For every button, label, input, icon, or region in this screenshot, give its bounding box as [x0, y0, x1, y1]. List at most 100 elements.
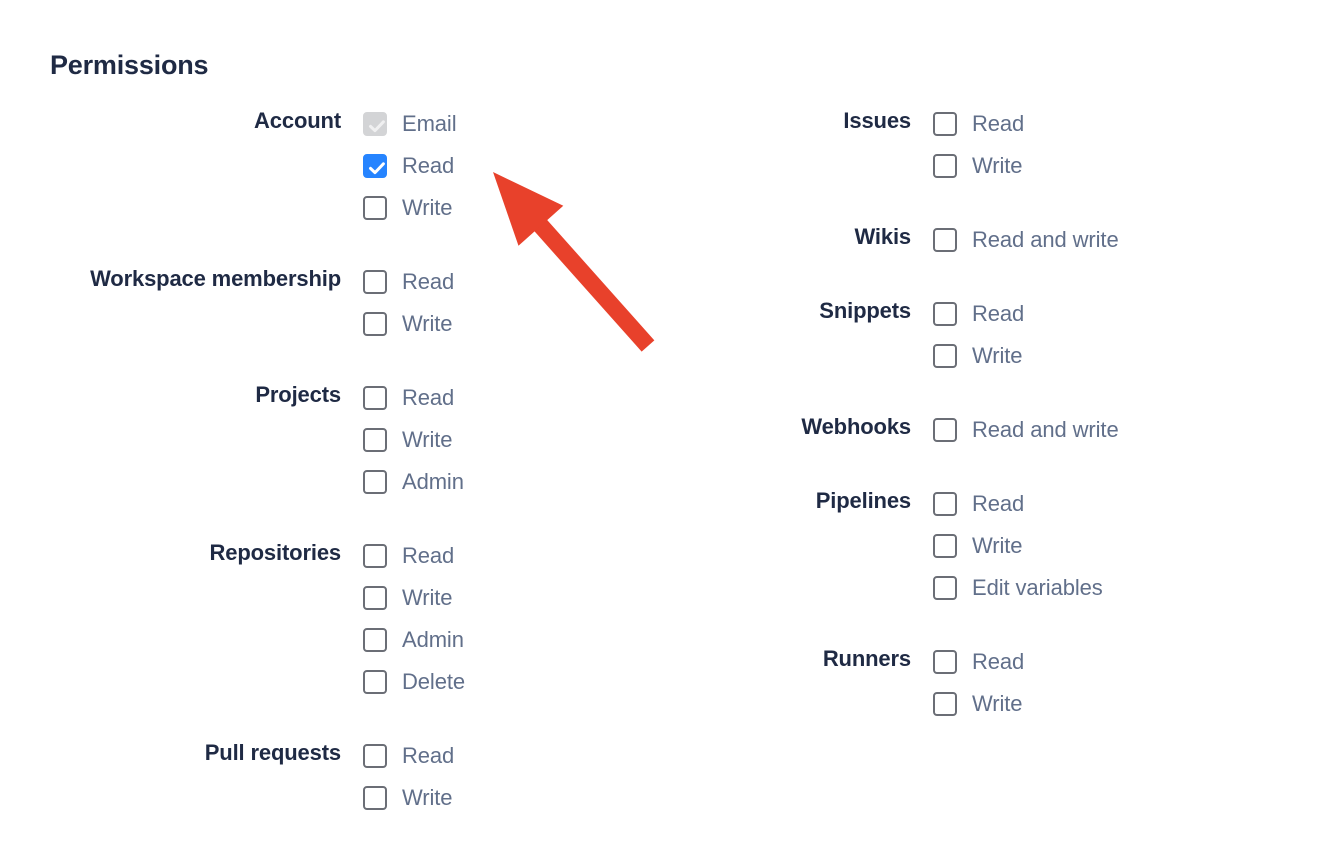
permission-option-label: Read [402, 385, 455, 410]
checkbox-unchecked[interactable] [933, 534, 957, 558]
permission-option-row[interactable]: Write [363, 303, 660, 345]
permission-option-row[interactable]: Read [363, 377, 660, 419]
permission-option-label: Read and write [972, 417, 1119, 442]
permission-option-row[interactable]: Read [933, 293, 1322, 335]
checkbox-unchecked[interactable] [363, 270, 387, 294]
checkbox-unchecked[interactable] [363, 312, 387, 336]
checkbox-unchecked[interactable] [363, 386, 387, 410]
permission-group-label: Runners [822, 646, 911, 671]
checkbox-unchecked[interactable] [933, 302, 957, 326]
permission-option-label: Write [402, 311, 453, 336]
permission-option-label: Admin [402, 627, 464, 652]
permission-option-row[interactable]: Write [363, 187, 660, 229]
permission-option-label: Delete [402, 669, 465, 694]
checkbox-unchecked[interactable] [363, 196, 387, 220]
checkbox-unchecked[interactable] [933, 154, 957, 178]
permission-option-label: Read [402, 269, 455, 294]
permission-option-label: Read [972, 301, 1025, 326]
permission-group: Wikis Read and write [660, 219, 1322, 261]
permission-option-row[interactable]: Read [363, 261, 660, 303]
permission-option-label: Read and write [972, 227, 1119, 252]
checkbox-checked[interactable] [363, 154, 387, 178]
permission-option-row[interactable]: Email [363, 103, 660, 145]
permission-option-row[interactable]: Read [363, 535, 660, 577]
permission-option-row[interactable]: Read [363, 145, 660, 187]
checkbox-unchecked[interactable] [933, 344, 957, 368]
permission-option-row[interactable]: Read [933, 103, 1322, 145]
permission-option-row[interactable]: Write [933, 145, 1322, 187]
permission-option-row[interactable]: Read and write [933, 409, 1322, 451]
permission-group-label: Projects [255, 382, 341, 407]
permission-option-label: Write [402, 195, 453, 220]
permission-option-label: Write [972, 691, 1023, 716]
permission-option-label: Edit variables [972, 575, 1103, 600]
checkbox-unchecked[interactable] [933, 492, 957, 516]
checkbox-unchecked[interactable] [363, 544, 387, 568]
permission-option-row[interactable]: Write [933, 525, 1322, 567]
permission-option-label: Read [402, 743, 455, 768]
permission-option-label: Read [402, 153, 455, 178]
permission-group-label: Repositories [209, 540, 342, 565]
permission-option-label: Write [972, 343, 1023, 368]
permission-option-label: Admin [402, 469, 464, 494]
permission-option-row[interactable]: Edit variables [933, 567, 1322, 609]
permission-option-row[interactable]: Write [933, 335, 1322, 377]
permission-group-label: Wikis [854, 224, 911, 249]
permission-option-row[interactable]: Write [363, 577, 660, 619]
checkbox-unchecked[interactable] [933, 576, 957, 600]
checkbox-unchecked[interactable] [363, 586, 387, 610]
checkbox-unchecked[interactable] [933, 692, 957, 716]
permission-option-row[interactable]: Read [363, 735, 660, 777]
permission-option-row[interactable]: Write [933, 683, 1322, 725]
permission-option-label: Write [402, 785, 453, 810]
permission-group-label: Account [254, 108, 341, 133]
checkbox-unchecked[interactable] [363, 744, 387, 768]
permission-option-row[interactable]: Admin [363, 619, 660, 661]
checkbox-unchecked[interactable] [363, 428, 387, 452]
checkbox-unchecked[interactable] [363, 628, 387, 652]
permission-group-label: Pull requests [204, 740, 341, 765]
permission-group: Webhooks Read and write [660, 409, 1322, 451]
permission-option-row[interactable]: Read [933, 483, 1322, 525]
permission-option-row[interactable]: Read [933, 641, 1322, 683]
permission-option-label: Read [972, 111, 1025, 136]
checkbox-unchecked[interactable] [933, 112, 957, 136]
permission-option-row[interactable]: Delete [363, 661, 660, 703]
permission-option-row[interactable]: Admin [363, 461, 660, 503]
permission-group-label: Webhooks [801, 414, 911, 439]
permission-option-row[interactable]: Write [363, 419, 660, 461]
permission-option-label: Write [972, 533, 1023, 558]
permission-options: Read and write [911, 219, 1322, 261]
checkbox-unchecked[interactable] [933, 650, 957, 674]
checkbox-unchecked[interactable] [933, 228, 957, 252]
checkbox-unchecked[interactable] [363, 670, 387, 694]
permission-options: Read and write [911, 409, 1322, 451]
permission-option-label: Write [402, 585, 453, 610]
permission-option-label: Read [972, 649, 1025, 674]
permission-group-label: Snippets [819, 298, 911, 323]
permission-option-row[interactable]: Read and write [933, 219, 1322, 261]
permission-option-row[interactable]: Write [363, 777, 660, 819]
checkbox-unchecked[interactable] [363, 470, 387, 494]
checkbox-unchecked[interactable] [933, 418, 957, 442]
permission-option-label: Read [402, 543, 455, 568]
permission-option-label: Read [972, 491, 1025, 516]
checkbox-unchecked[interactable] [363, 786, 387, 810]
